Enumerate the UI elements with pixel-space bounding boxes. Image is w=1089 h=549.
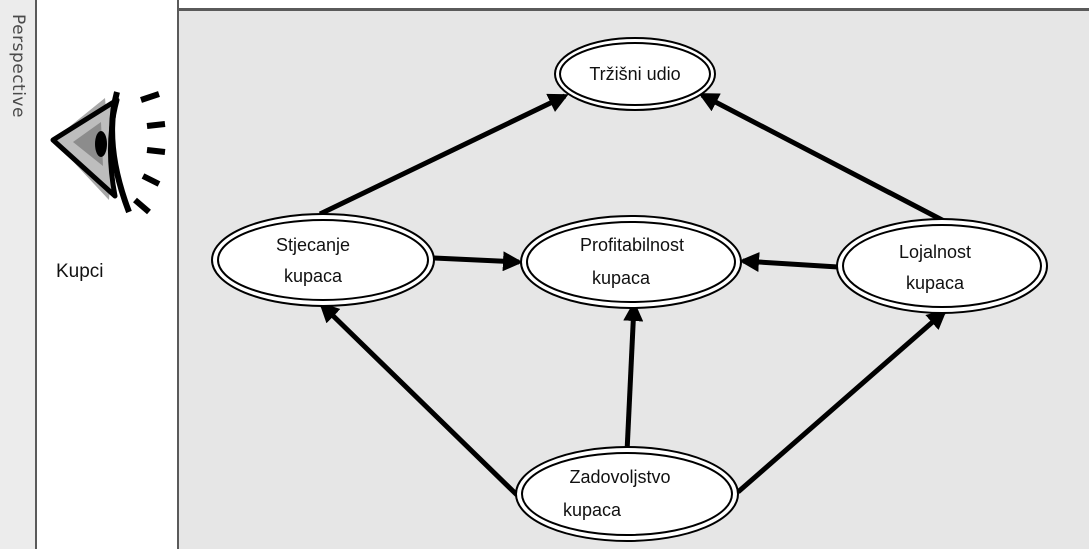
eye-icon (50, 91, 166, 215)
edge-satisfaction-to-acquisition (319, 302, 519, 497)
node-market-share[interactable]: Tržišni udio (554, 37, 716, 111)
edge-acquisition-to-market-share (318, 93, 569, 217)
node-satisfaction-line2: kupaca (563, 500, 622, 520)
perspective-name: Kupci (56, 261, 104, 282)
node-acquisition[interactable]: Stjecanje kupaca (211, 213, 435, 307)
perspective-sidebar: Kupci (37, 0, 179, 549)
node-loyalty-line2: kupaca (906, 273, 965, 293)
node-profitability-line2: kupaca (592, 268, 651, 288)
node-market-share-label: Tržišni udio (589, 64, 680, 84)
node-loyalty-line1: Lojalnost (899, 242, 971, 262)
node-profitability[interactable]: Profitabilnost kupaca (520, 215, 742, 309)
node-profitability-line1: Profitabilnost (580, 235, 684, 255)
node-acquisition-line2: kupaca (284, 266, 343, 286)
node-satisfaction[interactable]: Zadovoljstvo kupaca (515, 446, 739, 542)
edge-acquisition-to-profitability (433, 251, 523, 272)
edge-satisfaction-to-loyalty (736, 309, 948, 494)
edge-loyalty-to-market-share (698, 92, 946, 224)
node-acquisition-line1: Stjecanje (276, 235, 350, 255)
perspective-label: Perspective (8, 14, 28, 118)
node-loyalty[interactable]: Lojalnost kupaca (836, 218, 1048, 314)
node-satisfaction-line1: Zadovoljstvo (569, 467, 670, 487)
edge-loyalty-to-profitability (739, 252, 839, 272)
edge-satisfaction-to-profitability (623, 301, 644, 453)
perspective-tab[interactable]: Perspective (0, 0, 37, 549)
